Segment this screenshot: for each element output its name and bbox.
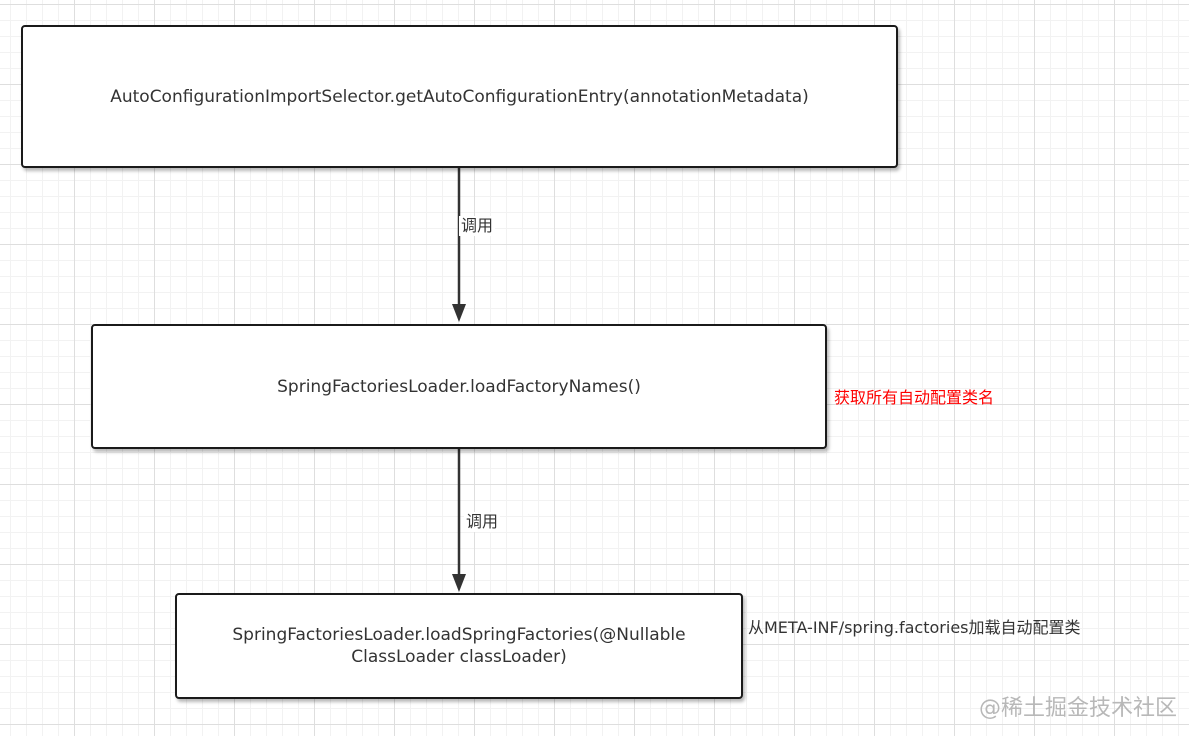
annotation-get-class-names: 获取所有自动配置类名 xyxy=(834,388,995,407)
annotation-load-from-meta-inf: 从META-INF/spring.factories加载自动配置类 xyxy=(748,618,1081,637)
node-load-factory-names[interactable]: SpringFactoriesLoader.loadFactoryNames() xyxy=(91,324,827,449)
node-auto-configuration-import-selector[interactable]: AutoConfigurationImportSelector.getAutoC… xyxy=(21,25,898,168)
edge-arrowhead-1 xyxy=(452,304,466,322)
node-load-spring-factories[interactable]: SpringFactoriesLoader.loadSpringFactorie… xyxy=(175,593,743,699)
node-label: SpringFactoriesLoader.loadFactoryNames() xyxy=(277,376,641,397)
edge-arrowhead-2 xyxy=(452,574,466,592)
node-label: SpringFactoriesLoader.loadSpringFactorie… xyxy=(232,625,686,667)
edge-label-1: 调用 xyxy=(459,216,496,236)
node-label: AutoConfigurationImportSelector.getAutoC… xyxy=(110,86,809,107)
edge-label-2: 调用 xyxy=(464,512,501,532)
watermark: @稀土掘金技术社区 xyxy=(978,696,1177,721)
